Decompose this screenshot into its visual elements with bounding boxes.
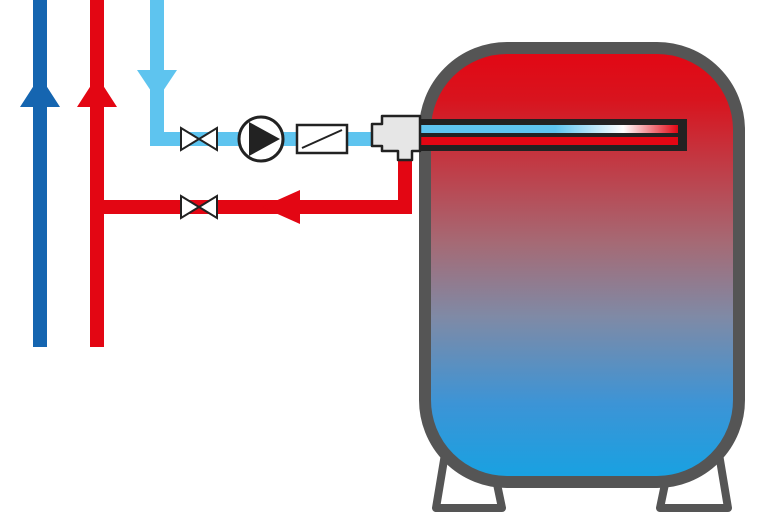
pump-icon (237, 115, 285, 163)
heating-rod (405, 119, 687, 151)
heat-exchanger-icon (295, 123, 349, 155)
return-horizontal-pipe (100, 200, 412, 214)
cold-feed-arrow-icon (137, 70, 177, 100)
storage-tank (419, 42, 745, 512)
return-valve-icon (180, 194, 218, 220)
heating-rod-return (405, 137, 678, 145)
cold-riser (20, 0, 60, 347)
return-vertical-pipe (398, 150, 412, 214)
hot-riser-pipe (90, 0, 104, 347)
hot-riser (77, 0, 117, 347)
tank-connector-fitting (370, 114, 422, 162)
cold-riser-pipe (33, 0, 47, 347)
cold-riser-arrow-icon (20, 76, 60, 107)
heating-rod-outer (405, 119, 687, 151)
feed-valve-icon (180, 126, 218, 152)
heating-rod-inner (405, 125, 678, 133)
tank-body (419, 42, 745, 488)
hot-riser-arrow-icon (77, 76, 117, 107)
return-arrow-icon (262, 190, 300, 224)
hot-return-line (100, 150, 412, 224)
